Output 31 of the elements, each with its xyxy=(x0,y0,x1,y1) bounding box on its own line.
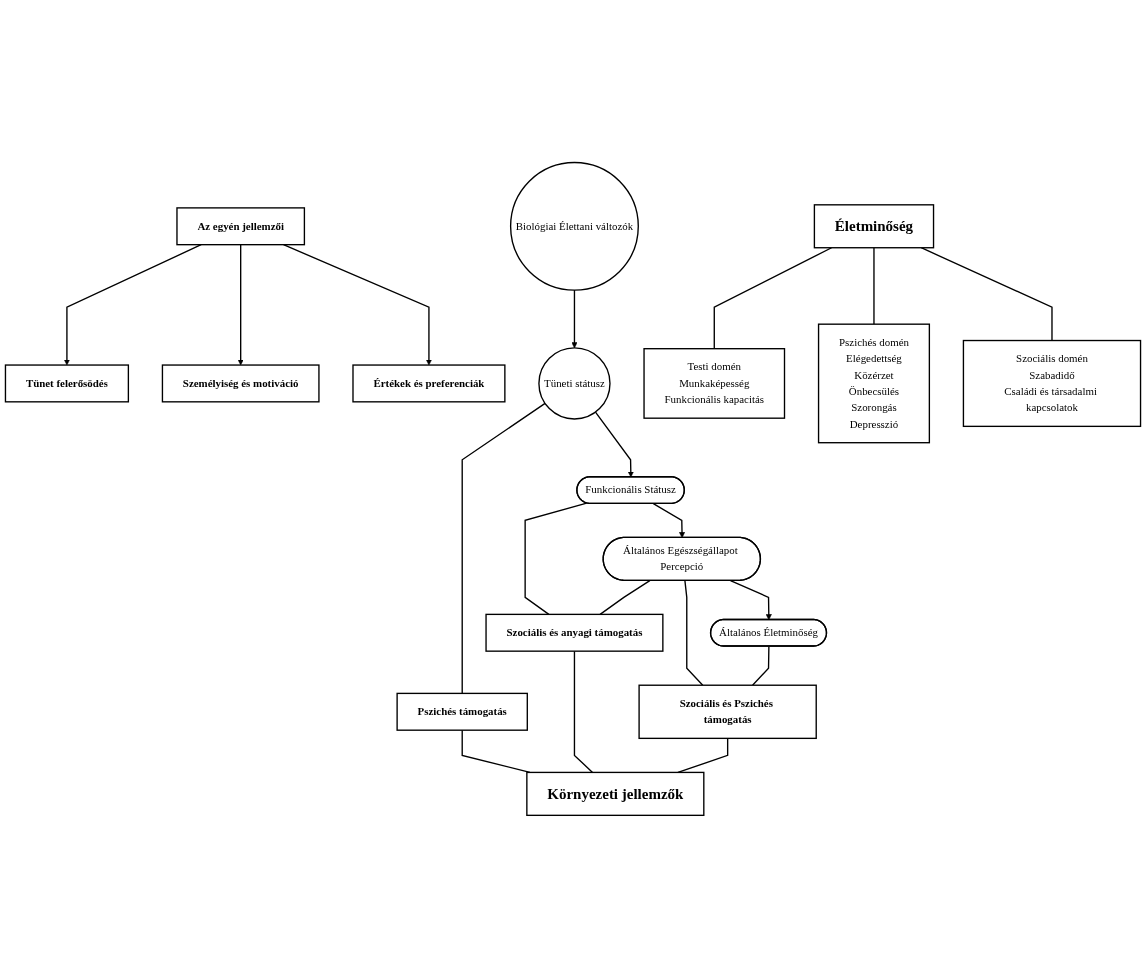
connector xyxy=(751,645,770,686)
node-box: Szociális domén Szabadidő Családi és társadalmi kapcsolatok xyxy=(962,339,1142,428)
node-box: Tünet felerősödés xyxy=(4,364,130,403)
arrow xyxy=(571,289,578,349)
node-box: Szociális és anyagi támogatás xyxy=(485,613,664,652)
node-box: Értékek és preferenciák xyxy=(352,364,506,403)
arrow xyxy=(237,244,244,366)
arrow xyxy=(594,411,634,478)
connector xyxy=(920,247,1053,342)
connector xyxy=(713,247,833,350)
arrow xyxy=(63,244,202,366)
connector xyxy=(573,650,594,774)
arrow xyxy=(729,580,772,621)
node-box: Személyiség és motiváció xyxy=(161,364,320,403)
node-circle: Biológiai Élettani változók xyxy=(509,161,639,291)
connector xyxy=(684,580,704,686)
node-box: Az egyén jellemzői xyxy=(176,207,306,246)
connector xyxy=(873,247,875,325)
node-box: Testi domén Munkaképesség Funkcionális kapacitás xyxy=(643,348,786,419)
connector xyxy=(677,737,729,774)
node-circle: Tüneti státusz xyxy=(538,347,611,420)
arrow xyxy=(652,503,685,539)
node-box: Pszichés támogatás xyxy=(396,692,528,731)
node-box: Életminőség xyxy=(813,204,935,249)
connector xyxy=(461,402,546,695)
node-box: Pszichés domén Elégedettség Közérzet Önbecsülés Szorongás Depresszió xyxy=(817,323,931,444)
arrow xyxy=(282,244,432,366)
node-box: Környezeti jellemzők xyxy=(526,771,705,817)
node-box: Szociális és Pszichés támogatás xyxy=(638,684,817,740)
connector xyxy=(524,502,588,616)
connector xyxy=(599,580,651,616)
